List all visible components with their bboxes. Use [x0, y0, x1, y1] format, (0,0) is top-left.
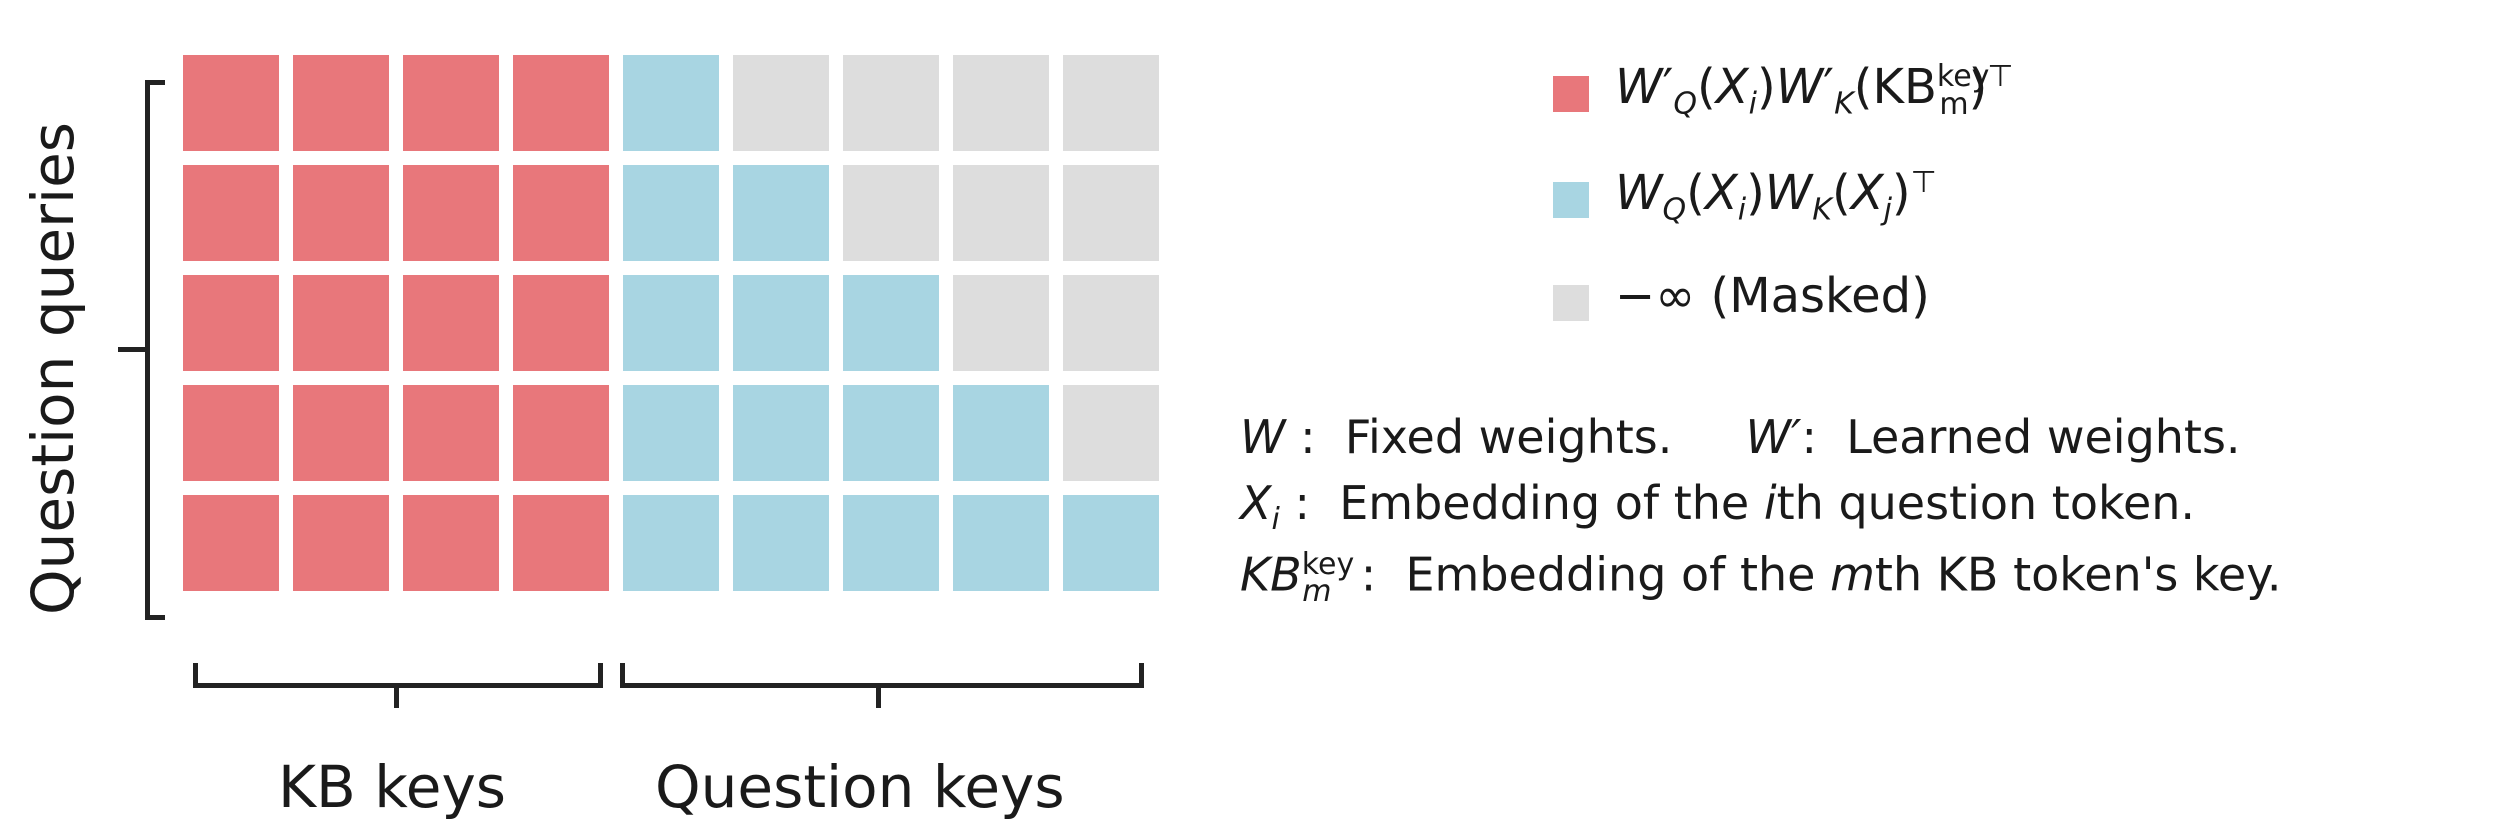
question-cell — [623, 495, 719, 591]
kb-cell — [183, 55, 279, 151]
masked-cell — [1063, 385, 1159, 481]
kb-cell — [293, 495, 389, 591]
question-cell — [1063, 495, 1159, 591]
w-prime-definition: Learned weights. — [1846, 410, 2241, 464]
y-bracket-bottom-tick — [145, 615, 165, 620]
question-bracket-right-tick — [1139, 663, 1144, 688]
masked-cell — [953, 275, 1049, 371]
legend-question-expression: WQ(Xi)WK(Xj)⊤ — [1615, 165, 1937, 228]
kb-cell — [513, 55, 609, 151]
definition-weights: W : Fixed weights. W′: Learned weights. — [1240, 410, 2241, 464]
question-bracket-horizontal — [620, 683, 1144, 688]
kb-bracket-mid-tick — [394, 683, 399, 708]
question-cell — [843, 495, 939, 591]
masked-cell — [1063, 55, 1159, 151]
y-bracket-top-tick — [145, 80, 165, 85]
masked-cell — [953, 55, 1049, 151]
kb-key-definition: Embedding of the mth KB token's key. — [1405, 547, 2282, 602]
kb-cell — [183, 275, 279, 371]
kb-cell — [403, 385, 499, 481]
kb-cell — [293, 165, 389, 261]
legend-kb-swatch — [1553, 76, 1589, 112]
masked-cell — [1063, 275, 1159, 371]
w-prime-symbol: W′ — [1745, 410, 1802, 464]
definition-xi: Xi : Embedding of the ith question token… — [1240, 476, 2196, 538]
kb-cell — [403, 165, 499, 261]
masked-cell — [733, 55, 829, 151]
y-axis-label: Question queries — [19, 122, 87, 615]
question-cell — [623, 385, 719, 481]
legend-masked-text: −∞ (Masked) — [1615, 268, 1930, 324]
masked-cell — [843, 165, 939, 261]
xi-definition: Embedding of the ith question token. — [1339, 476, 2196, 530]
kb-cell — [183, 165, 279, 261]
kb-keys-label: KB keys — [278, 753, 507, 821]
kb-cell — [403, 275, 499, 371]
kb-cell — [183, 385, 279, 481]
question-cell — [953, 385, 1049, 481]
question-keys-label: Question keys — [655, 753, 1065, 821]
kb-cell — [513, 275, 609, 371]
legend-question-swatch — [1553, 182, 1589, 218]
question-cell — [733, 495, 829, 591]
masked-cell — [1063, 165, 1159, 261]
question-bracket-left-tick — [620, 663, 625, 688]
kb-cell — [293, 385, 389, 481]
question-cell — [623, 275, 719, 371]
kb-bracket-left-tick — [193, 663, 198, 688]
w-symbol: W — [1240, 410, 1286, 464]
question-cell — [623, 165, 719, 261]
legend-masked-swatch — [1553, 285, 1589, 321]
kb-cell — [513, 165, 609, 261]
question-cell — [733, 165, 829, 261]
question-cell — [733, 385, 829, 481]
kb-cell — [513, 495, 609, 591]
kb-cell — [513, 385, 609, 481]
question-cell — [953, 495, 1049, 591]
kb-bracket-right-tick — [598, 663, 603, 688]
kb-cell — [183, 495, 279, 591]
masked-cell — [843, 55, 939, 151]
kb-cell — [403, 495, 499, 591]
question-cell — [843, 275, 939, 371]
y-bracket-mid-tick — [118, 347, 148, 352]
question-cell — [733, 275, 829, 371]
kb-cell — [403, 55, 499, 151]
legend-kb-expression: W′Q(Xi)W′K(KBkeym)⊤ — [1615, 59, 2014, 122]
w-definition: Fixed weights. — [1344, 410, 1673, 464]
kb-cell — [293, 55, 389, 151]
question-bracket-mid-tick — [876, 683, 881, 708]
question-cell — [623, 55, 719, 151]
question-cell — [843, 385, 939, 481]
kb-cell — [293, 275, 389, 371]
masked-cell — [953, 165, 1049, 261]
definition-kb-key: KBkeym : Embedding of the mth KB token's… — [1240, 547, 2282, 609]
